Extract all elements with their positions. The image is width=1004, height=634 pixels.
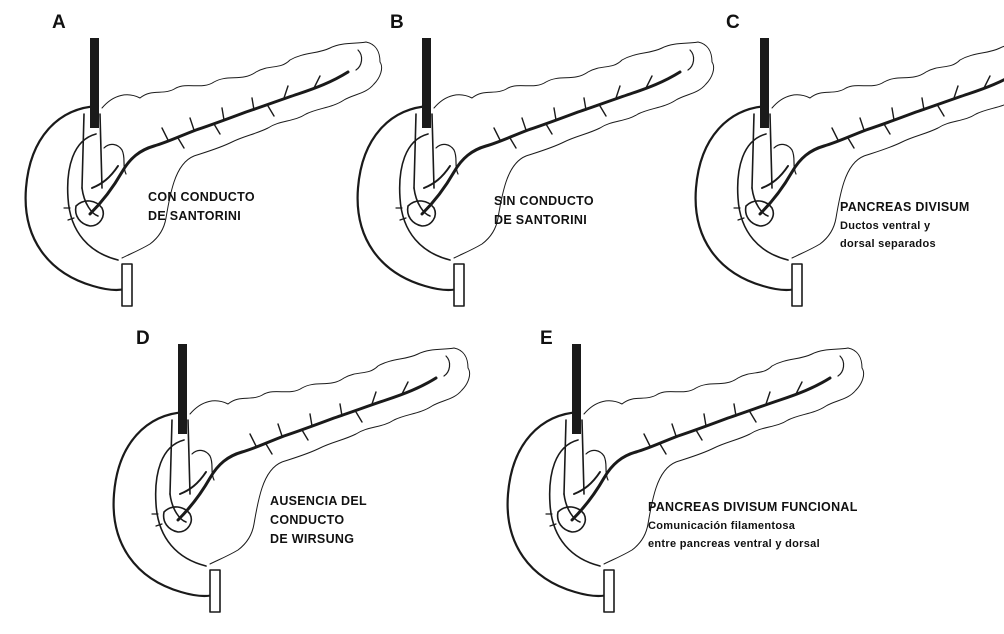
caption-line: DE SANTORINI xyxy=(148,207,255,226)
caption-line: Ductos ventral y xyxy=(840,217,970,235)
pancreas-diagram xyxy=(500,344,860,634)
panel-caption: SIN CONDUCTO DE SANTORINI xyxy=(494,192,594,230)
pancreas-diagram xyxy=(106,344,466,634)
panel-caption: CON CONDUCTO DE SANTORINI xyxy=(148,188,255,226)
caption-line: entre pancreas ventral y dorsal xyxy=(648,535,858,553)
panel-letter: C xyxy=(726,12,740,34)
caption-line: DE WIRSUNG xyxy=(270,530,367,549)
caption-line: SIN CONDUCTO xyxy=(494,192,594,211)
caption-line: Comunicación filamentosa xyxy=(648,517,858,535)
panel-letter: A xyxy=(52,12,66,34)
caption-line: dorsal separados xyxy=(840,235,970,253)
caption-line: DE SANTORINI xyxy=(494,211,594,230)
caption-line: AUSENCIA DEL xyxy=(270,492,367,511)
caption-line: CONDUCTO xyxy=(270,511,367,530)
panel-letter: B xyxy=(390,12,404,34)
pancreas-diagram xyxy=(688,38,1004,328)
caption-line: PANCREAS DIVISUM xyxy=(840,198,970,217)
panel-caption: PANCREAS DIVISUM FUNCIONAL Comunicación … xyxy=(648,498,858,553)
pancreas-diagram xyxy=(18,38,378,328)
caption-line: PANCREAS DIVISUM FUNCIONAL xyxy=(648,498,858,517)
caption-line: CON CONDUCTO xyxy=(148,188,255,207)
panel-caption: AUSENCIA DEL CONDUCTO DE WIRSUNG xyxy=(270,492,367,549)
panel-caption: PANCREAS DIVISUM Ductos ventral y dorsal… xyxy=(840,198,970,253)
pancreas-diagram xyxy=(350,38,710,328)
